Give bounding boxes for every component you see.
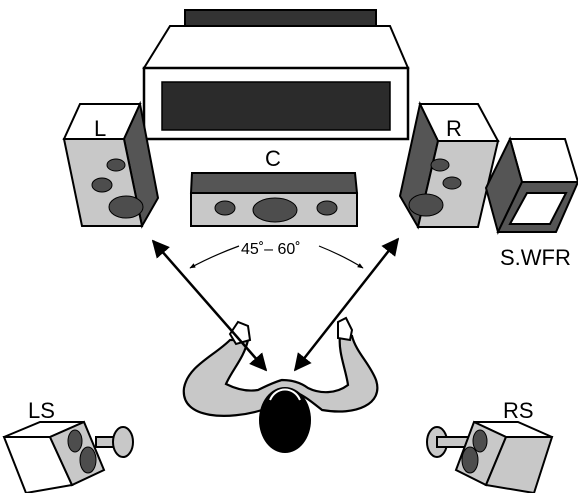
- arrow-left: [151, 239, 268, 372]
- driver-icon: [108, 195, 144, 219]
- label-angle: 45˚– 60˚: [241, 241, 301, 258]
- listener: [182, 316, 379, 453]
- label-left-surround: LS: [28, 398, 55, 423]
- label-subwoofer: S.WFR: [500, 245, 571, 270]
- tv-frame-top: [142, 25, 410, 69]
- tv-top-stand: [184, 9, 377, 27]
- driver-icon: [79, 446, 97, 474]
- speaker-center-top: [189, 172, 359, 194]
- label-right: R: [446, 116, 462, 141]
- driver-icon: [461, 446, 479, 474]
- subwoofer: [484, 136, 578, 235]
- speaker-left-surround: [2, 420, 134, 493]
- driver-icon: [91, 177, 113, 193]
- driver-icon: [252, 197, 298, 223]
- angle-arc-left: [189, 245, 240, 269]
- television: [142, 9, 410, 141]
- speaker-center: [189, 172, 359, 227]
- driver-icon: [106, 158, 126, 172]
- driver-icon: [408, 193, 444, 217]
- speaker-left: [62, 100, 160, 229]
- rs-front: [484, 436, 554, 493]
- label-right-surround: RS: [503, 398, 534, 423]
- speaker-right-surround: [426, 420, 554, 493]
- driver-icon: [67, 429, 83, 453]
- driver-icon: [214, 200, 236, 216]
- listener-right-hand: [337, 316, 354, 342]
- angle-arc-right: [318, 245, 364, 269]
- driver-icon: [472, 429, 488, 453]
- driver-icon: [430, 158, 450, 172]
- driver-icon: [442, 176, 462, 190]
- label-center: C: [265, 146, 281, 171]
- listener-face-icon: [269, 388, 301, 401]
- tv-screen: [161, 81, 391, 131]
- label-left: L: [94, 116, 106, 141]
- ls-mount-base: [112, 426, 134, 458]
- driver-icon: [316, 200, 338, 216]
- listener-head: [259, 387, 311, 453]
- arrow-right: [293, 237, 400, 372]
- subwoofer-port: [508, 192, 568, 225]
- speaker-right: [398, 100, 500, 230]
